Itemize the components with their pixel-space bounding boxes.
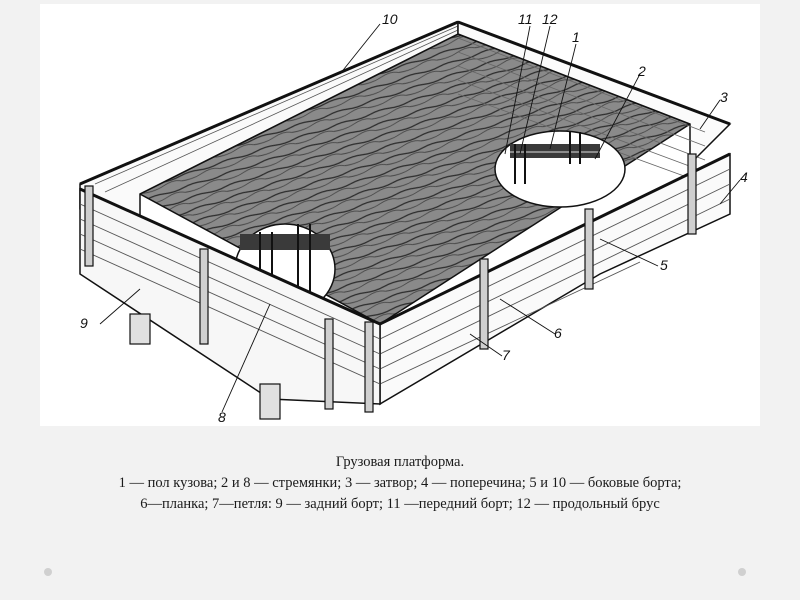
figure-caption: Грузовая платформа. 1 — пол кузова; 2 и … <box>40 452 760 515</box>
slide-bullet-left <box>44 568 52 576</box>
callout-3: 3 <box>720 89 728 105</box>
caption-title: Грузовая платформа. <box>335 454 465 470</box>
callout-7: 7 <box>502 347 511 363</box>
callout-6: 6 <box>554 325 562 341</box>
callout-8: 8 <box>218 409 226 425</box>
cargo-platform-drawing: 10 11 12 1 2 3 4 5 6 7 8 9 <box>79 11 748 425</box>
callout-9: 9 <box>80 315 88 331</box>
callout-2: 2 <box>637 63 646 79</box>
caption-line-1: 1 — пол кузова; 2 и 8 — стремянки; 3 — з… <box>118 475 682 491</box>
callout-4: 4 <box>740 169 748 185</box>
callout-10: 10 <box>382 11 398 27</box>
callout-11: 11 <box>518 11 533 27</box>
slide-bullet-right <box>738 568 746 576</box>
caption-line-2: 6—планка; 7—петля: 9 — задний борт; 11 —… <box>140 496 660 512</box>
callout-12: 12 <box>542 11 558 27</box>
cargo-platform-figure: 10 11 12 1 2 3 4 5 6 7 8 9 <box>40 4 760 426</box>
callout-1: 1 <box>572 29 580 45</box>
callout-5: 5 <box>660 257 668 273</box>
